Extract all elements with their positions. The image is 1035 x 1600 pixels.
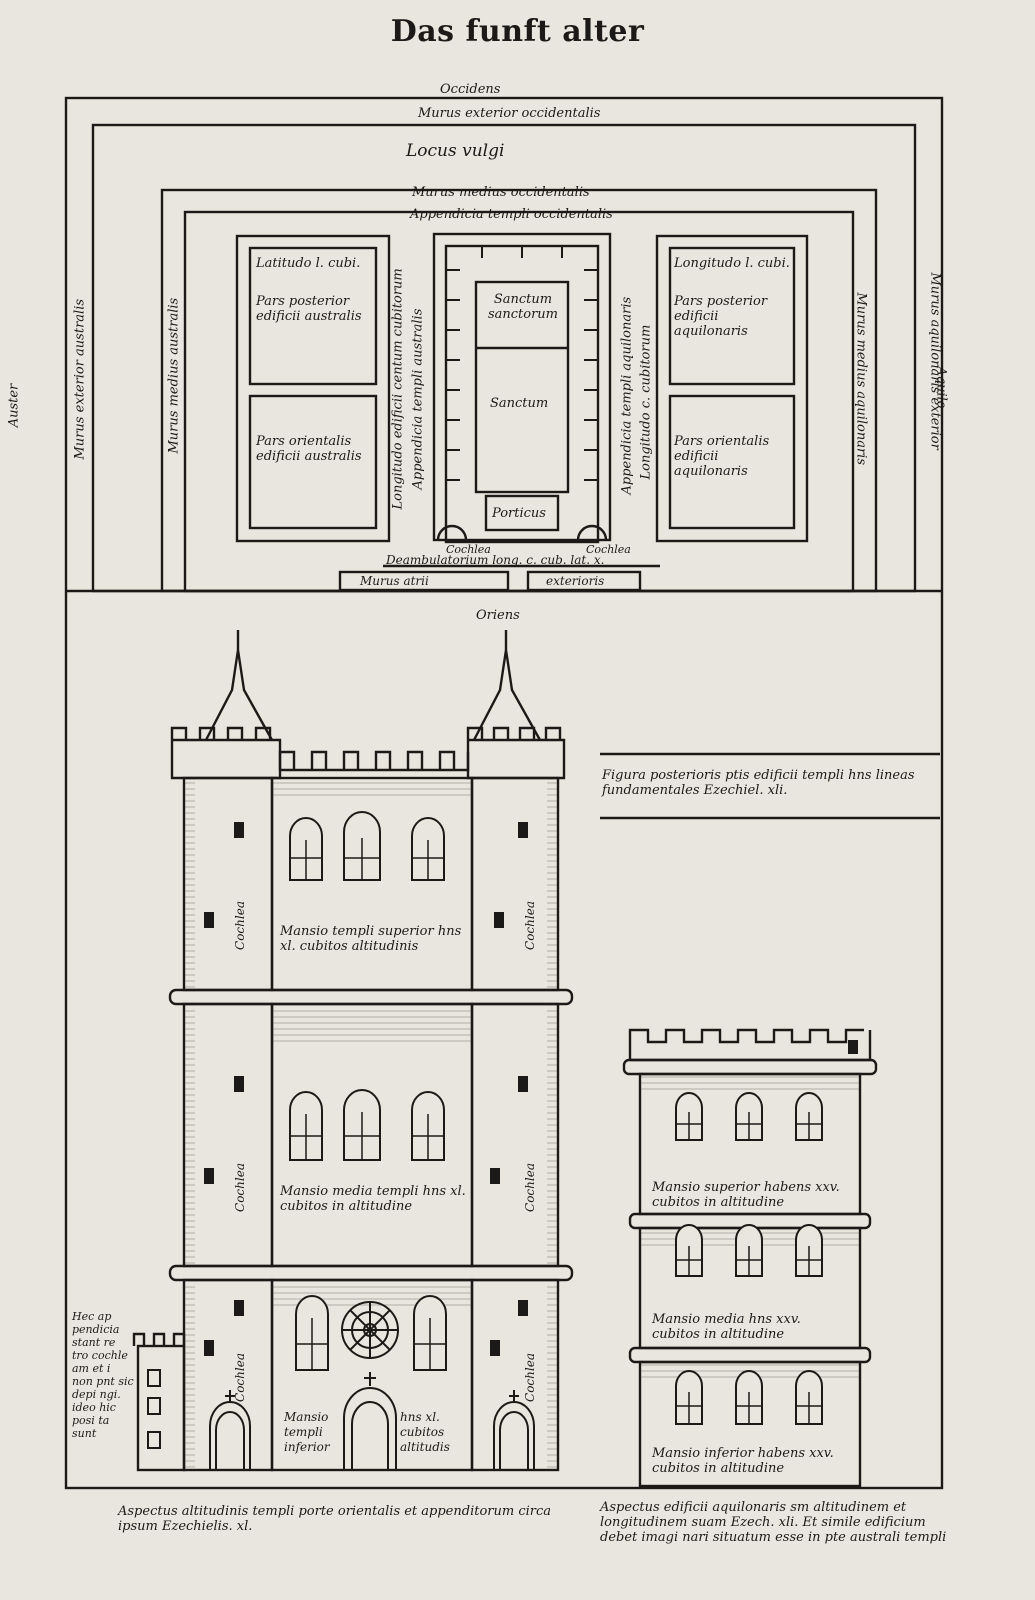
- string-course-1: [168, 988, 574, 1006]
- temple-outer: [432, 232, 612, 542]
- label-side-note: Hec ap pendicia stant re tro cochle am e…: [72, 1310, 134, 1440]
- label-figura-caption: Figura posterioris ptis edificii templi …: [602, 768, 915, 798]
- label-pars-posterior-australis: Pars posterior edificii australis: [256, 294, 362, 324]
- center-battlement: [278, 750, 470, 772]
- label-mansio-inferior-right: hns xl. cubitos altitudis: [400, 1410, 450, 1454]
- label-deambulatorium: Deambulatorium long. c. cub. lat. x.: [386, 553, 605, 567]
- label-mansio-superior: Mansio templi superior hns xl. cubitos a…: [280, 924, 462, 954]
- tower-slit-windows: [204, 822, 858, 1356]
- label-porticus: Porticus: [492, 506, 546, 521]
- label-mansio-inferior-left: Mansio templi inferior: [284, 1410, 330, 1454]
- string-course-2: [168, 1264, 574, 1282]
- right-tower-mid: [470, 1002, 560, 1268]
- label-appendicia-occidentalis: Appendicia templi occidentalis: [410, 207, 613, 222]
- label-murus-medius-occidentalis: Murus medius occidentalis: [412, 185, 590, 200]
- label-exterioris: exterioris: [546, 574, 605, 588]
- label-latitudo: Latitudo l. cubi.: [256, 256, 361, 271]
- label-caption-left: Aspectus altitudinis templi porte orient…: [118, 1504, 552, 1534]
- label-longitudo-c: Longitudo c. cubitorum: [638, 324, 654, 480]
- label-longitudo: Longitudo l. cubi.: [674, 256, 790, 271]
- label-cochlea-left: Cochlea: [446, 543, 491, 556]
- label-occidens: Occidens: [440, 82, 501, 97]
- left-tower-upper: [182, 776, 274, 992]
- label-pars-orientalis-australis: Pars orientalis edificii australis: [256, 434, 362, 464]
- side-appendix: [136, 1344, 186, 1472]
- south-building-posterior-room: [248, 246, 378, 386]
- label-tower-mansio-superior: Mansio superior habens xxv. cubitos in a…: [652, 1180, 840, 1210]
- murus-atrii-right: [526, 570, 642, 592]
- side-appendix-battlement: [132, 1332, 186, 1346]
- cochlea-left-plan: [436, 524, 468, 541]
- page-title: Das funft alter: [390, 14, 645, 49]
- label-murus-exterior-australis: Murus exterior australis: [72, 298, 88, 460]
- south-building-frame: [235, 234, 391, 543]
- label-caption-right: Aspectus edificii aquilonaris sm altitud…: [600, 1500, 947, 1545]
- label-murus-medius-aquilonaris: Murus medius aquilonaris: [853, 292, 869, 466]
- label-mansio-media: Mansio media templi hns xl. cubitos in a…: [280, 1184, 466, 1214]
- center-upper-story: [270, 776, 474, 992]
- left-tower-mid: [182, 1002, 274, 1268]
- label-tower-mansio-inferior: Mansio inferior habens xxv. cubitos in a…: [652, 1446, 834, 1476]
- label-cochlea-5: Cochlea: [232, 1353, 247, 1402]
- murus-atrii-left: [338, 570, 510, 592]
- label-sanctum: Sanctum: [490, 396, 549, 411]
- label-pars-posterior-aquilonaris: Pars posterior edificii aquilonaris: [674, 294, 768, 339]
- label-appendicia-aquilonaris: Appendicia templi aquilonaris: [619, 296, 635, 495]
- label-locus-vulgi: Locus vulgi: [406, 141, 505, 161]
- left-spire: [204, 649, 274, 741]
- label-sanctum-sanctorum: Sanctum sanctorum: [487, 292, 559, 322]
- right-tower-low: [470, 1278, 560, 1472]
- arched-windows: [147, 811, 823, 1449]
- label-murus-exterior-occidentalis: Murus exterior occidentalis: [418, 106, 601, 121]
- north-building-frame: [655, 234, 809, 543]
- label-cochlea-4: Cochlea: [522, 1163, 537, 1212]
- right-spire: [472, 649, 542, 741]
- porticus-room: [484, 494, 560, 532]
- label-oriens: Oriens: [476, 608, 520, 623]
- north-building-posterior-room: [668, 246, 796, 386]
- label-cochlea-1: Cochlea: [232, 901, 247, 950]
- right-tower-upper: [470, 776, 560, 992]
- label-murus-aquilonaris-exterior: Murus aquilonaris exterior: [927, 272, 943, 450]
- temple-inner: [444, 244, 600, 544]
- left-tower-low: [182, 1278, 274, 1472]
- label-murus-atrii: Murus atrii: [360, 574, 429, 588]
- left-battlement: [170, 726, 282, 780]
- north-building-orientalis-room: [668, 394, 796, 530]
- small-tower-cornice-3: [628, 1346, 872, 1364]
- small-tower-lower: [638, 1360, 862, 1488]
- label-cochlea-6: Cochlea: [522, 1353, 537, 1402]
- sanctum-sanctorum-room: [474, 280, 570, 494]
- cochlea-right-plan: [576, 524, 608, 541]
- label-longitudo-edificii: Longitudo edificii centum cubitorum: [390, 268, 406, 510]
- label-pars-orientalis-aquilonaris: Pars orientalis edificii aquilonaris: [674, 434, 770, 479]
- outer-wall-frame: [64, 96, 944, 1490]
- portals: [209, 1372, 535, 1470]
- temple-side-cells: [446, 246, 598, 481]
- label-murus-medius-australis: Murus medius australis: [166, 297, 182, 454]
- label-cochlea-3: Cochlea: [232, 1163, 247, 1212]
- label-cochlea-2: Cochlea: [522, 901, 537, 950]
- label-appendicia-australis: Appendicia templi australis: [410, 308, 426, 490]
- label-cochlea-right: Cochlea: [586, 543, 631, 556]
- small-tower-upper-cornice: [622, 1058, 878, 1076]
- label-tower-mansio-media: Mansio media hns xxv. cubitos in altitud…: [652, 1312, 801, 1342]
- label-auster: Auster: [6, 383, 22, 428]
- rose-window: [341, 1301, 399, 1359]
- small-tower-battlement: [628, 1028, 872, 1062]
- south-building-orientalis-room: [248, 394, 378, 530]
- window-mullions: [290, 838, 822, 1424]
- right-battlement: [466, 726, 566, 780]
